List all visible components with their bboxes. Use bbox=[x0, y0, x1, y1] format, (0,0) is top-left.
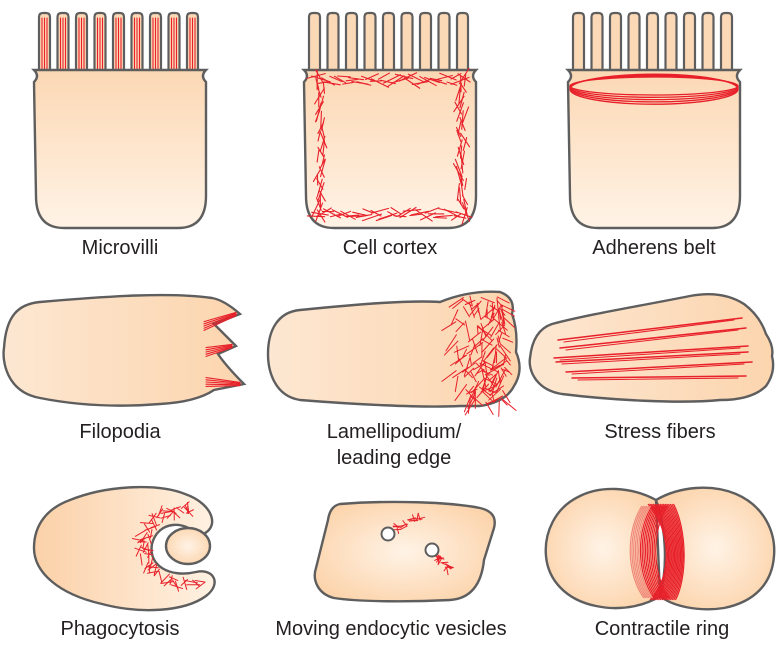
endocytic-vesicle bbox=[382, 528, 395, 541]
label-adherens-belt: Adherens belt bbox=[562, 236, 746, 260]
endocytic-vesicles-cell-body bbox=[315, 502, 495, 601]
cortical-actin-filament bbox=[434, 217, 447, 218]
endocytic-vesicle bbox=[426, 544, 439, 557]
label-lamellipodium-line2: leading edge bbox=[294, 446, 494, 470]
cell-cortex-cell bbox=[304, 13, 476, 228]
label-cell-cortex: Cell cortex bbox=[300, 236, 480, 260]
stress-fibers-cell bbox=[530, 294, 773, 401]
lamellipodium-actin-filament bbox=[477, 326, 478, 334]
comet-tail-filament bbox=[441, 562, 448, 563]
label-phagocytosis: Phagocytosis bbox=[30, 617, 210, 641]
cell-cortex-cell-body bbox=[304, 70, 476, 228]
endocytic-vesicles-cell bbox=[315, 502, 495, 601]
label-microvilli: Microvilli bbox=[40, 236, 200, 260]
filopodium-actin-filament bbox=[206, 384, 240, 385]
phagocytosis-cell bbox=[34, 487, 215, 610]
label-filopodia: Filopodia bbox=[30, 420, 210, 444]
label-moving-endocytic-vesicles: Moving endocytic vesicles bbox=[254, 617, 528, 641]
label-stress-fibers: Stress fibers bbox=[562, 420, 758, 444]
filopodia-cell-body bbox=[4, 295, 244, 406]
lamellipodium-actin-filament bbox=[499, 401, 500, 417]
lamellipodium-cell bbox=[268, 292, 520, 417]
adherens-belt-cell bbox=[568, 13, 740, 228]
phagocytosed-particle bbox=[166, 528, 210, 564]
label-lamellipodium-line1: Lamellipodium/ bbox=[294, 420, 494, 444]
microvilli-cell bbox=[34, 13, 206, 228]
label-contractile-ring: Contractile ring bbox=[566, 617, 758, 641]
microvilli-cell-body bbox=[34, 70, 206, 228]
filopodia-cell bbox=[4, 295, 244, 406]
contractile-ring-cell bbox=[546, 488, 774, 610]
